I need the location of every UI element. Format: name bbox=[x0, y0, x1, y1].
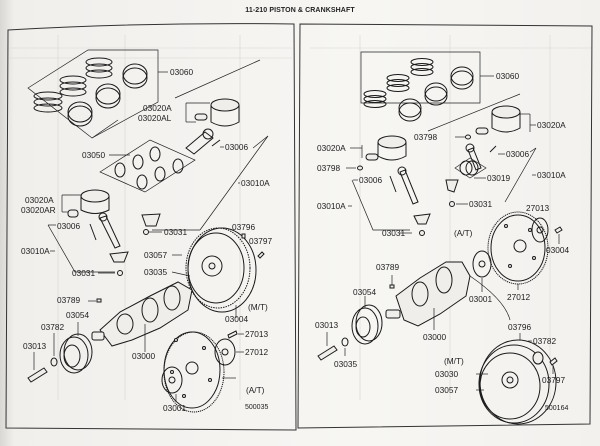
bearing-shells-icon bbox=[114, 146, 184, 190]
adapter-plate-icon bbox=[531, 217, 549, 243]
flywheel-icon bbox=[185, 227, 257, 313]
piston-icon bbox=[475, 105, 521, 135]
drive-plate-icon bbox=[487, 211, 549, 285]
callout-label: 03060 bbox=[170, 67, 193, 77]
callout-label: 03798 bbox=[414, 132, 437, 142]
callout-label: 03020A bbox=[537, 120, 566, 130]
plate-icon bbox=[472, 250, 492, 278]
callout-label: 03031 bbox=[72, 268, 95, 278]
callout-label: 03796 bbox=[508, 322, 531, 332]
crankshaft-icon bbox=[91, 281, 193, 347]
callout-label: 03030 bbox=[435, 369, 458, 379]
callout-label: 03020A bbox=[25, 195, 54, 205]
connecting-rod-icon bbox=[185, 128, 221, 155]
callout-label: 03004 bbox=[546, 245, 569, 255]
callout-label: 03797 bbox=[542, 375, 565, 385]
left-panel-frame bbox=[5, 23, 297, 431]
right-panel: 03060 03020A 03798 03020A bbox=[315, 51, 569, 425]
callout-label: 27012 bbox=[507, 292, 530, 302]
piston-rings-icon bbox=[33, 57, 148, 127]
connecting-rod-icon bbox=[389, 166, 431, 225]
bearing-shell-icon bbox=[454, 157, 487, 179]
callout-label: 03782 bbox=[533, 336, 556, 346]
adapter-plate-icon bbox=[214, 338, 236, 366]
callout-label: 03010A bbox=[537, 170, 566, 180]
transmission-note: (A/T) bbox=[246, 385, 265, 395]
callout-label: 03001 bbox=[163, 403, 186, 413]
damper-pulley-icon bbox=[59, 333, 93, 374]
callout-label: 03060 bbox=[496, 71, 519, 81]
callout-label: 03031 bbox=[164, 227, 187, 237]
callout-label: 03035 bbox=[144, 267, 167, 277]
ring-set-box bbox=[360, 51, 481, 104]
callout-label: 03789 bbox=[376, 262, 399, 272]
left-panel: 03060 03020A 03020AL bbox=[21, 49, 272, 413]
right-panel-frame bbox=[297, 23, 593, 429]
callout-label: 03035 bbox=[334, 359, 357, 369]
callout-label: 03798 bbox=[317, 163, 340, 173]
callout-label: 03004 bbox=[225, 314, 248, 324]
callout-label: 03054 bbox=[66, 310, 89, 320]
callout-label: 27012 bbox=[245, 347, 268, 357]
callout-label: 27013 bbox=[245, 329, 268, 339]
bearing-set-box bbox=[99, 139, 196, 193]
ring-set-box bbox=[27, 49, 159, 139]
callout-label: 03020A bbox=[143, 103, 172, 113]
flywheel-icon bbox=[478, 339, 557, 425]
callout-label: 03006 bbox=[359, 175, 382, 185]
damper-pulley-icon bbox=[351, 304, 383, 345]
page-title: 11-210 PISTON & CRANKSHAFT bbox=[245, 7, 355, 14]
callout-label: 03010A bbox=[317, 201, 346, 211]
piston-icon bbox=[67, 189, 110, 218]
callout-label: 03020A bbox=[317, 143, 346, 153]
callout-label: 03031 bbox=[382, 228, 405, 238]
piston-icon bbox=[365, 135, 407, 161]
callout-label: 03796 bbox=[232, 222, 255, 232]
callout-label: 03000 bbox=[132, 351, 155, 361]
connecting-rod-icon bbox=[89, 212, 129, 263]
callout-label: 03020AL bbox=[138, 113, 172, 123]
callout-label: 03020AR bbox=[21, 205, 56, 215]
callout-label: 03797 bbox=[249, 236, 272, 246]
callout-label: 03057 bbox=[144, 250, 167, 260]
callout-label: 03013 bbox=[23, 341, 46, 351]
callout-label: 03001 bbox=[469, 294, 492, 304]
figure-code: 500164 bbox=[545, 405, 568, 412]
callout-label: 03782 bbox=[41, 322, 64, 332]
callout-label: 27013 bbox=[526, 203, 549, 213]
callout-label: 03006 bbox=[57, 221, 80, 231]
callout-label: 03019 bbox=[487, 173, 510, 183]
crankshaft-icon bbox=[385, 261, 471, 327]
piston-rings-icon bbox=[363, 58, 474, 122]
callout-label: 03789 bbox=[57, 295, 80, 305]
callout-label: 03013 bbox=[315, 320, 338, 330]
figure-code: 500035 bbox=[245, 404, 268, 411]
callout-label: 03010A bbox=[241, 178, 270, 188]
callout-label: 03006 bbox=[225, 142, 248, 152]
transmission-note: (M/T) bbox=[248, 302, 268, 312]
piston-icon bbox=[194, 98, 240, 127]
plate-icon bbox=[161, 366, 183, 394]
transmission-note: (A/T) bbox=[454, 228, 473, 238]
callout-label: 03031 bbox=[469, 199, 492, 209]
callout-label: 03006 bbox=[506, 149, 529, 159]
callout-label: 03050 bbox=[82, 150, 105, 160]
callout-label: 03057 bbox=[435, 385, 458, 395]
connecting-rod-icon bbox=[465, 143, 497, 171]
callout-label: 03054 bbox=[353, 287, 376, 297]
callout-label: 03000 bbox=[423, 332, 446, 342]
transmission-note: (M/T) bbox=[444, 356, 464, 366]
drive-plate-icon bbox=[163, 331, 225, 413]
callout-label: 03010A bbox=[21, 246, 50, 256]
